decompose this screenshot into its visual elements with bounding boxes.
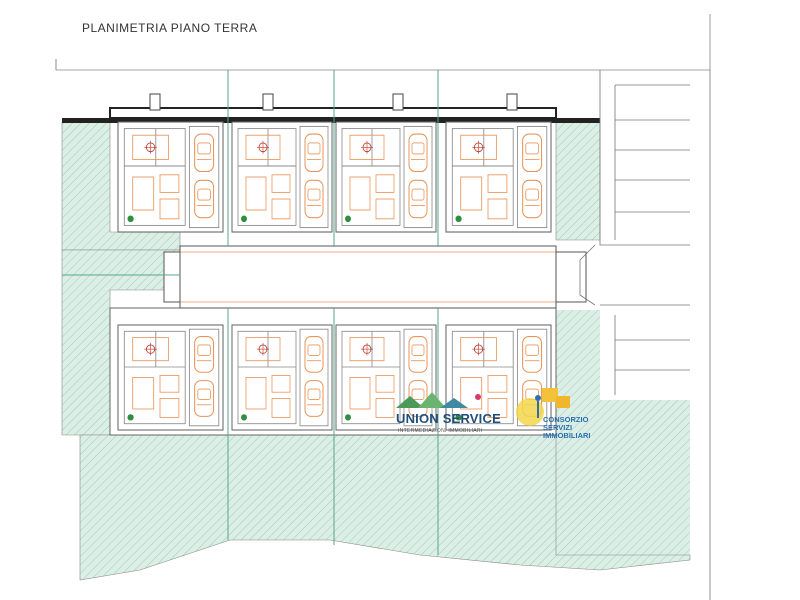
central-corridor	[163, 245, 587, 309]
garden-areas	[61, 121, 691, 581]
union-service-tagline: INTERMEDIAZIONI IMMOBILIARI	[398, 428, 483, 434]
consorzio-line-3: IMMOBILIARI	[543, 431, 591, 440]
union-service-logo	[396, 392, 481, 408]
south-block	[109, 307, 557, 436]
union-service-name: UNION SERVICE	[396, 411, 501, 426]
consorzio-line-1: CONSORZIO	[543, 415, 589, 424]
parking-area	[579, 70, 711, 600]
consorzio-logo	[516, 388, 570, 426]
plan-title: PLANIMETRIA PIANO TERRA	[82, 21, 258, 35]
consorzio-line-2: SERVIZI	[543, 423, 573, 432]
unit-dividers	[62, 70, 439, 555]
